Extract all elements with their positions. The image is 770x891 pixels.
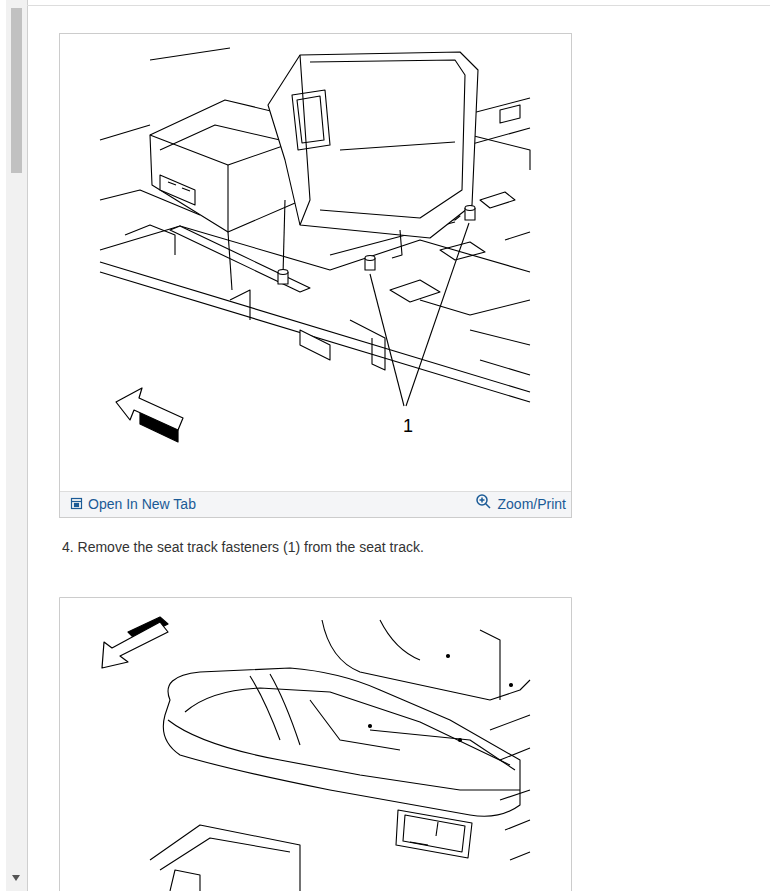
- seat-floor-illustration-part: [160, 175, 195, 205]
- seat-cushion-illustration-part: [500, 790, 530, 860]
- seat-cushion-illustration-part: [510, 684, 513, 687]
- seat-floor-illustration-part: [100, 262, 530, 392]
- seat-floor-illustration-part: [150, 48, 230, 60]
- scrollbar-part: [11, 8, 22, 173]
- leader-line-part: [370, 274, 404, 406]
- seat-cushion-illustration-part: [250, 676, 280, 740]
- seat-cushion-illustration-part: [436, 822, 438, 836]
- figure-frame-part: [60, 491, 571, 492]
- seat-floor-illustration-part: [170, 226, 310, 292]
- seat-cushion-illustration-part: [459, 739, 462, 742]
- seat-floor-illustration-part: [390, 280, 440, 302]
- seat-floor-illustration-part: [340, 142, 455, 150]
- seat-cushion-illustration-part: [170, 870, 200, 891]
- seat-floor-illustration-part: [160, 125, 280, 150]
- open-tab-icon-part: [75, 504, 79, 507]
- seat-floor-illustration-part: [168, 182, 190, 191]
- seat-floor-illustration-part: [100, 272, 530, 402]
- seat-floor-illustration-part: [283, 200, 285, 275]
- scrollbar-part: [12, 875, 20, 881]
- step-text: 4. Remove the seat track fasteners (1) f…: [62, 539, 424, 556]
- leader-line-part: [406, 223, 469, 406]
- figure-frame-part: [60, 598, 572, 891]
- open-tab-icon-part: [72, 499, 82, 509]
- seat-cushion-illustration-part: [168, 720, 520, 790]
- seat-cushion-illustration-part: [310, 700, 400, 750]
- seat-floor-illustration-part-part: [365, 256, 375, 261]
- seat-cushion-illustration-part: [185, 688, 510, 765]
- direction-arrow-part: [102, 622, 168, 668]
- direction-arrow: [116, 388, 183, 442]
- seat-floor-illustration-part: [292, 90, 330, 150]
- seat-floor-illustration-part: [480, 192, 515, 208]
- seat-floor-illustration-part: [278, 206, 475, 285]
- scrollbar-part: [6, 0, 27, 891]
- seat-floor-illustration-part: [505, 232, 530, 240]
- seat-cushion-illustration-part: [403, 815, 465, 852]
- seat-floor-illustration-part: [227, 165, 228, 232]
- open-tab-icon-part: [72, 501, 82, 502]
- seat-floor-illustration-part: [228, 232, 232, 290]
- seat-cushion-illustration-part: [163, 668, 520, 816]
- seat-cushion-illustration-part: [150, 825, 300, 891]
- seat-cushion-illustration-part: [396, 810, 472, 858]
- seat-cushion-illustration-part: [480, 630, 500, 700]
- scrollbar-part: [27, 0, 28, 891]
- seat-floor-illustration: [100, 48, 530, 402]
- zoom-icon-part: [486, 504, 491, 509]
- seat-floor-illustration-part: [440, 242, 485, 260]
- callout-number: 1: [403, 416, 413, 438]
- direction-arrow: [102, 617, 168, 668]
- seat-floor-illustration-part-part: [278, 270, 288, 275]
- seat-floor-illustration-part: [480, 360, 530, 375]
- seat-floor-illustration-part: [392, 230, 402, 258]
- seat-cushion-illustration-part: [410, 842, 428, 845]
- seat-cushion-illustration-part: [490, 715, 530, 760]
- leader-line: [370, 223, 469, 406]
- seat-floor-illustration-part: [470, 330, 530, 345]
- seat-floor-illustration-part: [470, 135, 530, 170]
- zoom-icon-part: [481, 498, 483, 503]
- seat-cushion-illustration-part: [270, 674, 300, 745]
- scrollbar: [6, 0, 28, 891]
- figure-frame: [60, 598, 572, 891]
- direction-arrow-part: [116, 388, 183, 430]
- figure-frame-part: [60, 492, 571, 517]
- toolbar-link: Open In New Tab: [88, 496, 196, 513]
- seat-cushion-illustration-part: [160, 838, 290, 870]
- open-tab-icon: [72, 499, 82, 509]
- seat-cushion-illustration: [150, 620, 530, 891]
- seat-floor-illustration-part-part: [465, 206, 475, 211]
- toolbar-link: Zoom/Print: [498, 496, 566, 513]
- seat-floor-illustration-part: [125, 225, 175, 255]
- seat-floor-illustration-part: [297, 96, 324, 143]
- seat-floor-illustration-part: [350, 320, 385, 370]
- seat-floor-illustration-part: [420, 300, 530, 315]
- seat-floor-illustration-part: [310, 60, 465, 218]
- seat-floor-illustration-part: [500, 105, 520, 123]
- seat-floor-illustration-part: [300, 330, 330, 360]
- top-rule: [27, 5, 770, 6]
- figure-frame: [60, 34, 572, 518]
- seat-cushion-illustration-part: [380, 620, 420, 660]
- seat-floor-illustration-part: [268, 52, 478, 238]
- figure-frame-part: [60, 34, 572, 518]
- seat-cushion-illustration-part: [447, 655, 450, 658]
- zoom-icon: [477, 495, 490, 508]
- seat-cushion-illustration-part: [370, 730, 515, 770]
- seat-floor-illustration-part: [100, 125, 150, 140]
- seat-floor-illustration-part: [230, 290, 250, 320]
- seat-cushion-illustration-part: [369, 725, 372, 728]
